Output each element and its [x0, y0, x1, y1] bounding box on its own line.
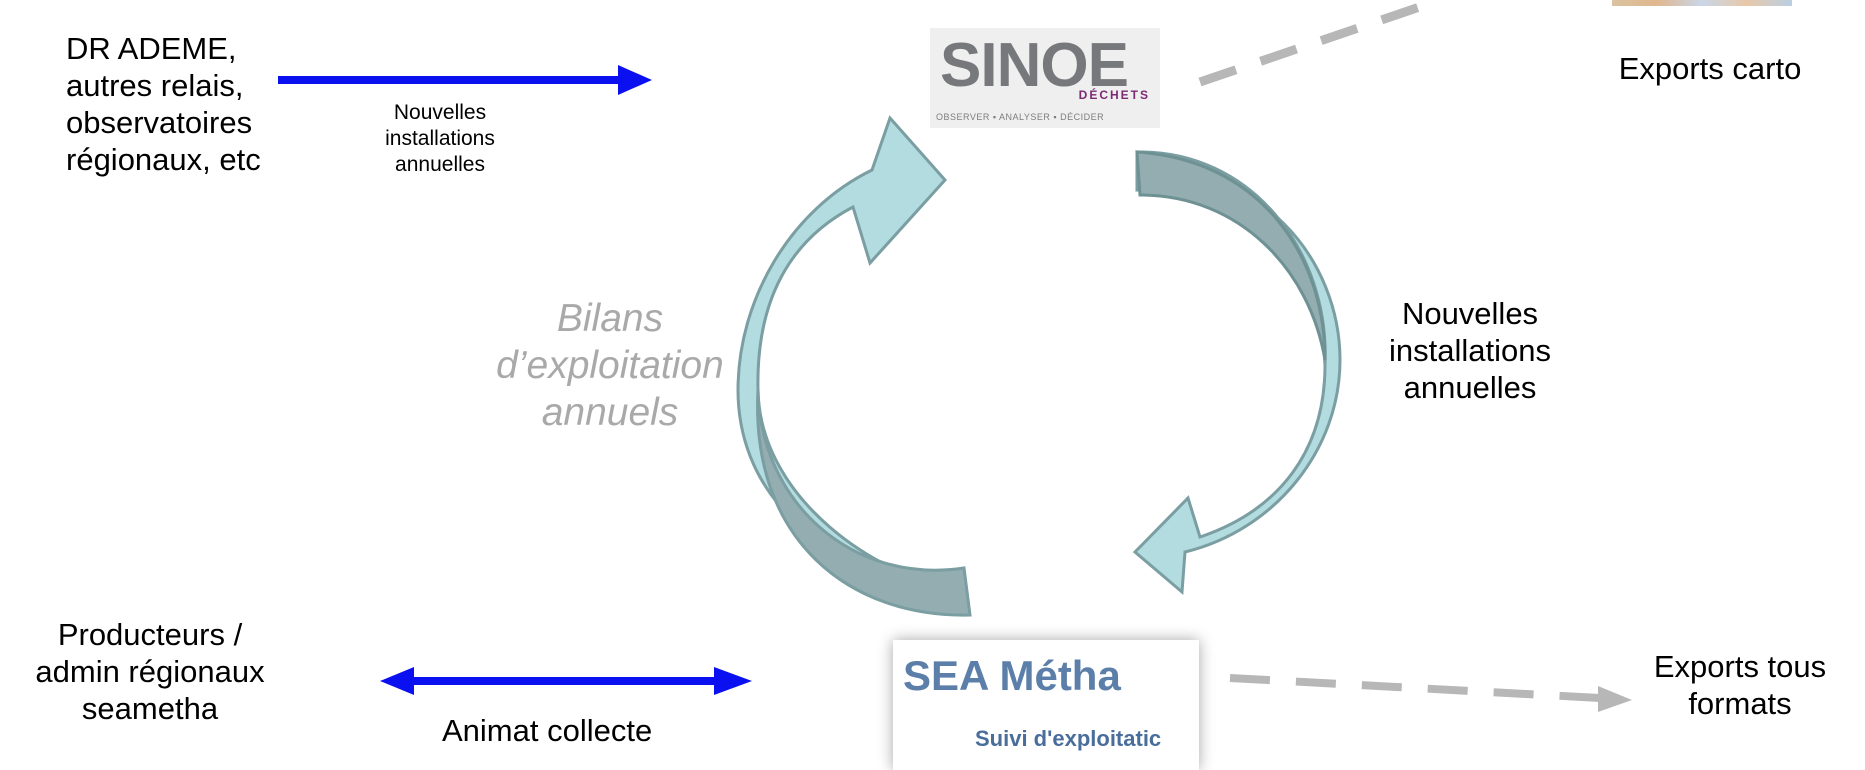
- cycle-arrow-right-body: [1135, 150, 1327, 361]
- bilans-line: annuels: [541, 391, 679, 434]
- cycle-arrow-left-shade: [756, 389, 972, 617]
- sinoe-logo: SINOE DÉCHETS OBSERVER ▪ ANALYSER ▪ DÉCI…: [930, 28, 1160, 128]
- sources-line: DR ADEME,: [66, 31, 237, 66]
- bilans-line: Bilans: [556, 297, 664, 340]
- sinoe-logo-sub: DÉCHETS: [1078, 88, 1150, 102]
- nouvelles-line: annuelles: [1403, 370, 1537, 405]
- sources-line: autres relais,: [66, 68, 244, 103]
- nouvelles-line: Nouvelles: [1401, 296, 1539, 331]
- nouvelles-installations-label: Nouvelles installations annuelles: [1370, 295, 1570, 406]
- top-arrow-label-line: Nouvelles: [393, 101, 487, 124]
- exports-carto-label: Exports carto: [1618, 51, 1802, 86]
- sinoe-logo-word: SINOE: [940, 31, 1129, 100]
- top-arrow-label-line: installations: [385, 127, 495, 150]
- producteurs-line: Producteurs /: [57, 617, 243, 652]
- producteurs-label: Producteurs / admin régionaux seametha: [0, 616, 300, 727]
- sources-label: DR ADEME, autres relais, observatoires r…: [66, 30, 261, 178]
- map-thumbnail: [1612, 0, 1792, 6]
- blue-arrow-double: [380, 667, 752, 695]
- producteurs-line: seametha: [81, 691, 219, 726]
- exports-tous-line: Exports tous: [1653, 649, 1827, 684]
- blue-arrow-right: [278, 65, 652, 95]
- animat-collecte-label: Animat collecte: [442, 713, 653, 748]
- sea-metha-subtitle: Suivi d'exploitatic: [975, 726, 1162, 751]
- sources-line: observatoires: [66, 105, 253, 140]
- top-arrow-label: Nouvelles installations annuelles: [350, 100, 530, 178]
- bilans-line: d’exploitation: [496, 344, 724, 387]
- cycle-arrow-left: [736, 115, 965, 592]
- bilans-label: Bilans d’exploitation annuels: [460, 295, 760, 436]
- dashed-arrow-exports: [1229, 674, 1632, 712]
- exports-tous-line: formats: [1688, 686, 1792, 721]
- exports-tous-formats-label: Exports tous formats: [1630, 648, 1850, 722]
- top-arrow-label-line: annuelles: [395, 153, 485, 176]
- producteurs-line: admin régionaux: [35, 654, 265, 689]
- sinoe-logo-tagline: OBSERVER ▪ ANALYSER ▪ DÉCIDER: [936, 112, 1105, 122]
- sea-metha-logo: SEA Métha Suivi d'exploitatic: [893, 640, 1199, 770]
- sea-metha-title: SEA Métha: [903, 652, 1121, 699]
- sources-line: régionaux, etc: [66, 142, 261, 177]
- dashed-arrow-carto: [1198, 0, 1442, 87]
- nouvelles-line: installations: [1389, 333, 1551, 368]
